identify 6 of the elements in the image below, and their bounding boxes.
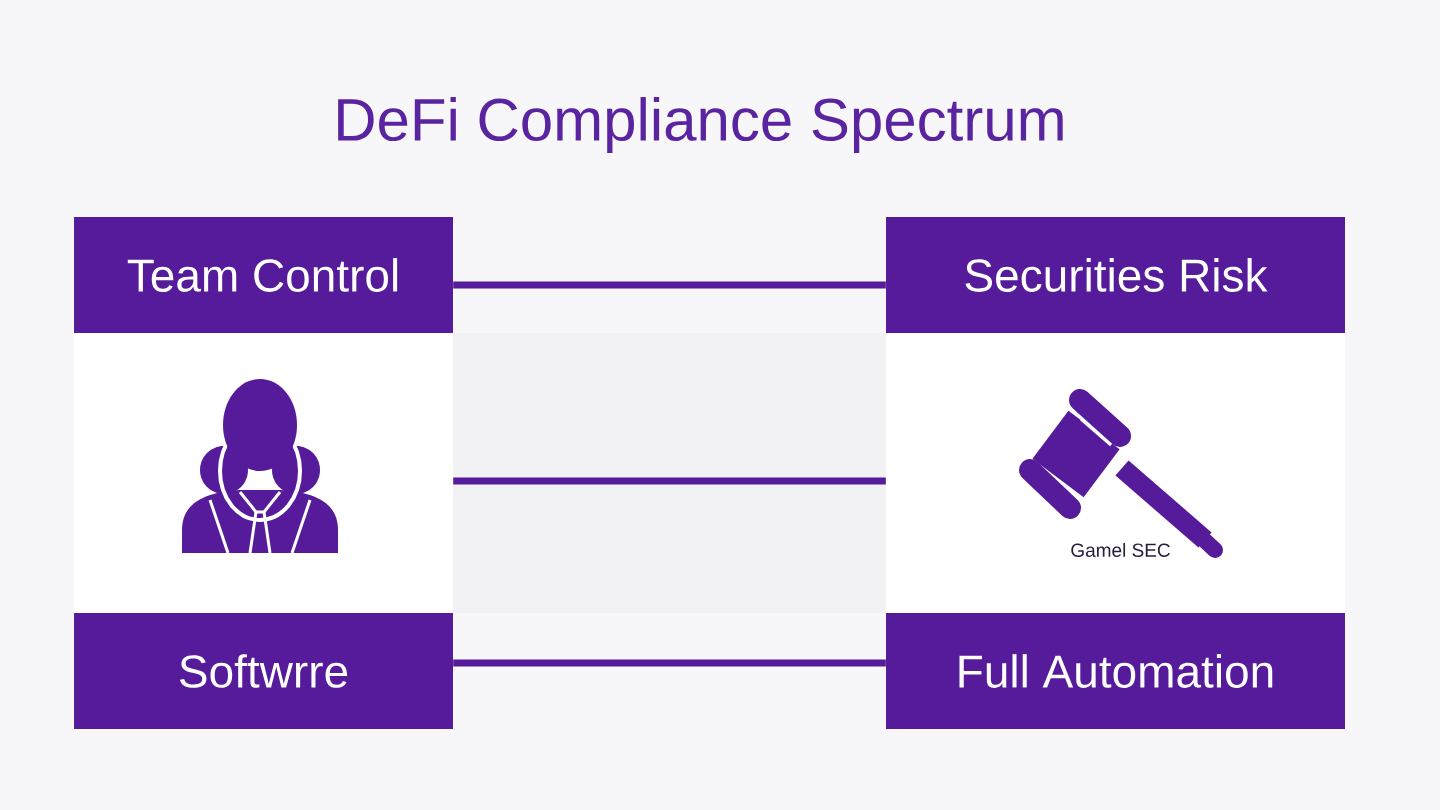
header-box: Securities Risk [886,217,1345,333]
header-box: Team Control [74,217,453,333]
header-box: Softwrre [74,613,453,729]
header-box: Full Automation [886,613,1345,729]
caption-text: Gamel SEC [1071,543,1170,557]
title: DeFi Compliance Spectrum [338,97,1063,153]
